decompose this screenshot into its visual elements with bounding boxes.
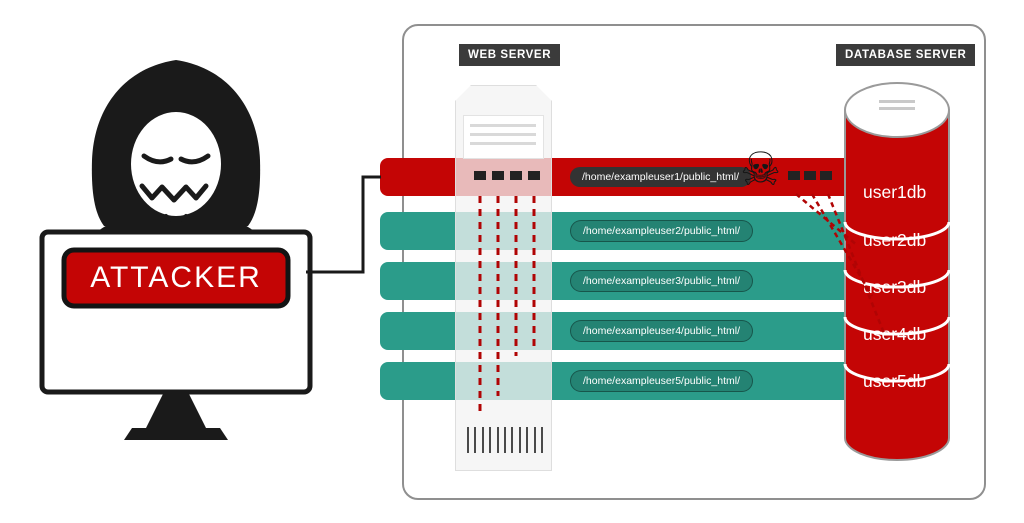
vent-line (519, 427, 521, 453)
attacker-eye-right (178, 153, 211, 165)
cylinder-top-line (879, 107, 915, 110)
attacker-badge (61, 247, 291, 309)
db-label-user5db: user5db (863, 371, 927, 391)
panel-line (470, 133, 536, 136)
db-label-user4db: user4db (863, 324, 927, 344)
db-separator (843, 363, 951, 383)
user5-path-label: /home/exampleuser5/public_html/ (570, 370, 753, 392)
attacker-mustache (139, 183, 209, 203)
panel-line (470, 142, 536, 145)
user2-home-bar: /home/exampleuser2/public_html/ (380, 212, 852, 250)
vent-line (511, 427, 513, 453)
tower-display-panel (463, 115, 544, 159)
vent-line (482, 427, 484, 453)
monitor-stand (146, 392, 206, 428)
user4-home-bar: /home/exampleuser4/public_html/ (380, 312, 852, 350)
vent-line (497, 427, 499, 453)
vent-line (526, 427, 528, 453)
vent-grill (467, 427, 543, 453)
user3-path-label: /home/exampleuser3/public_html/ (570, 270, 753, 292)
monitor-base (124, 428, 228, 440)
cylinder-top-line (879, 100, 915, 103)
user4-path-label: /home/exampleuser4/public_html/ (570, 320, 753, 342)
user1-path-label: /home/exampleuser1/public_html/ (570, 167, 751, 187)
db-label-user3db: user3db (863, 277, 927, 297)
db-label-user1db: user1db (863, 182, 927, 202)
db-label-user2db: user2db (863, 230, 927, 250)
attacker-eye-left (141, 153, 174, 165)
skull-icon: ☠ (740, 143, 782, 195)
database-server-badge: DATABASE SERVER (836, 44, 976, 66)
user5-home-bar: /home/exampleuser5/public_html/ (380, 362, 852, 400)
vent-line (534, 427, 536, 453)
attacker-label: ATTACKER (90, 261, 262, 294)
web-server-tower (455, 85, 552, 471)
vent-line (504, 427, 506, 453)
vent-line (474, 427, 476, 453)
vent-line (467, 427, 469, 453)
web-server-badge: WEB SERVER (459, 44, 561, 66)
user2-path-label: /home/exampleuser2/public_html/ (570, 220, 753, 242)
attacker-face (131, 112, 221, 216)
vent-line (489, 427, 491, 453)
attacker-chin (164, 214, 188, 223)
vent-line (541, 427, 543, 453)
user1-home-bar: /home/exampleuser1/public_html/ (380, 158, 862, 196)
panel-line (470, 124, 536, 127)
user3-home-bar: /home/exampleuser3/public_html/ (380, 262, 852, 300)
attacker-figure (39, 60, 313, 440)
